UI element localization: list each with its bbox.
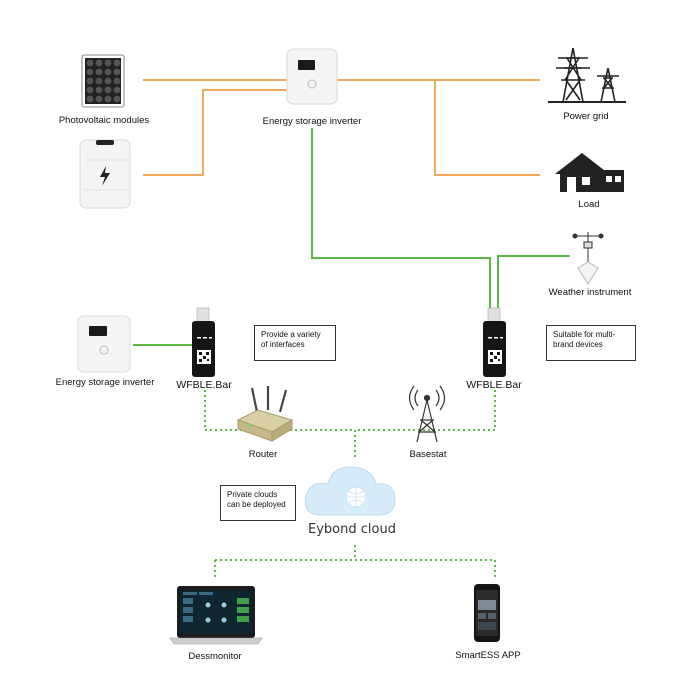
load-label: Load — [578, 199, 600, 210]
private-cloud-note-line2: can be deployed — [227, 500, 286, 509]
data-lines — [133, 128, 570, 346]
inverter-left-label: Energy storage inverter — [55, 377, 155, 388]
private-cloud-note: Private clouds can be deployed — [220, 485, 296, 521]
private-cloud-note-line1: Private clouds — [227, 490, 278, 499]
inverter-left-icon — [77, 315, 131, 373]
phone-icon — [474, 584, 500, 642]
power-grid-icon — [548, 47, 626, 103]
multibrand-note-line1: Suitable for multi- — [553, 330, 616, 339]
interfaces-note-line2: of interfaces — [261, 340, 305, 349]
multibrand-note-line2: brand devices — [553, 340, 603, 349]
basestat-icon — [408, 385, 446, 443]
interfaces-note-line1: Provide a variety — [261, 330, 321, 339]
wfble-left-label: WFBLE.Bar — [176, 379, 232, 391]
wfble-right-label: WFBLE.Bar — [466, 379, 522, 391]
wfble-left-icon — [192, 307, 215, 377]
weather-instrument-icon — [572, 232, 604, 285]
power-grid-label: Power grid — [563, 111, 609, 122]
inverter-top-label: Energy storage inverter — [262, 116, 362, 127]
router-icon — [236, 386, 294, 442]
solar-panel-icon — [81, 54, 125, 108]
interfaces-note: Provide a variety of interfaces — [254, 325, 336, 361]
battery-to-inverter-line — [143, 89, 287, 176]
grid-to-load-line — [434, 80, 540, 176]
inverter-to-wfble-line — [311, 128, 491, 310]
wfble-right-network-line — [355, 390, 496, 431]
eybond-cloud-icon — [304, 466, 396, 516]
dessmonitor-label: Dessmonitor — [188, 651, 242, 662]
house-icon — [555, 153, 624, 192]
basestat-label: Basestat — [409, 449, 447, 460]
inverter-top-icon — [286, 48, 338, 105]
power-lines — [143, 79, 540, 176]
battery-icon — [79, 139, 131, 209]
cloud-label: Eybond cloud — [308, 522, 396, 537]
wfble-right-icon — [483, 307, 506, 377]
smartess-app-label: SmartESS APP — [455, 650, 521, 661]
weather-label: Weather instrument — [548, 287, 632, 298]
wfble-left-network-line — [204, 390, 355, 431]
network-lines — [204, 390, 496, 578]
router-label: Router — [248, 449, 278, 460]
weather-to-wfble-line — [497, 255, 570, 310]
pv-label: Photovoltaic modules — [58, 115, 150, 126]
laptop-icon — [169, 586, 263, 645]
multibrand-note: Suitable for multi- brand devices — [546, 325, 636, 361]
